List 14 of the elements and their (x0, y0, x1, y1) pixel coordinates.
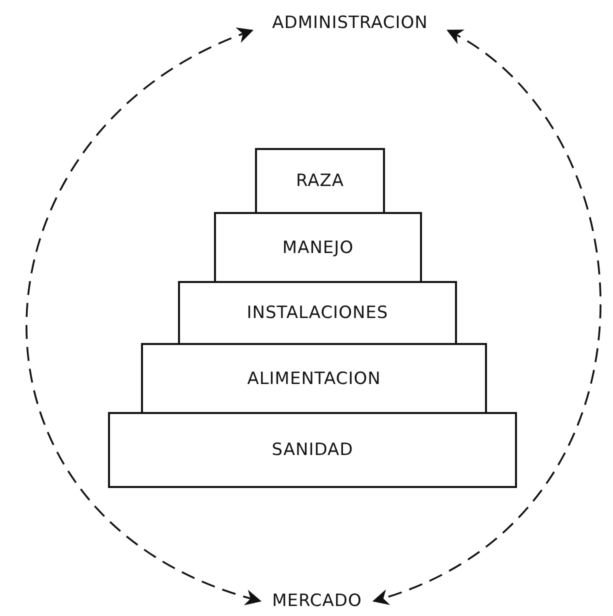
tier-label: SANIDAD (272, 440, 354, 460)
tier-label: ALIMENTACION (247, 368, 381, 388)
dashed-arrow (372, 30, 601, 604)
pyramid-tier (214, 212, 422, 283)
tier-label: MANEJO (282, 238, 354, 258)
pyramid-tier (178, 281, 457, 345)
node-label: ADMINISTRACION (252, 8, 448, 38)
pyramid-tier (141, 343, 487, 414)
pyramid-tier (255, 148, 385, 214)
dashed-arrow (26, 29, 262, 604)
node-label: MERCADO (262, 588, 372, 614)
tier-label: RAZA (296, 171, 344, 191)
pyramid-tier (108, 412, 517, 488)
tier-label: INSTALACIONES (246, 303, 388, 323)
